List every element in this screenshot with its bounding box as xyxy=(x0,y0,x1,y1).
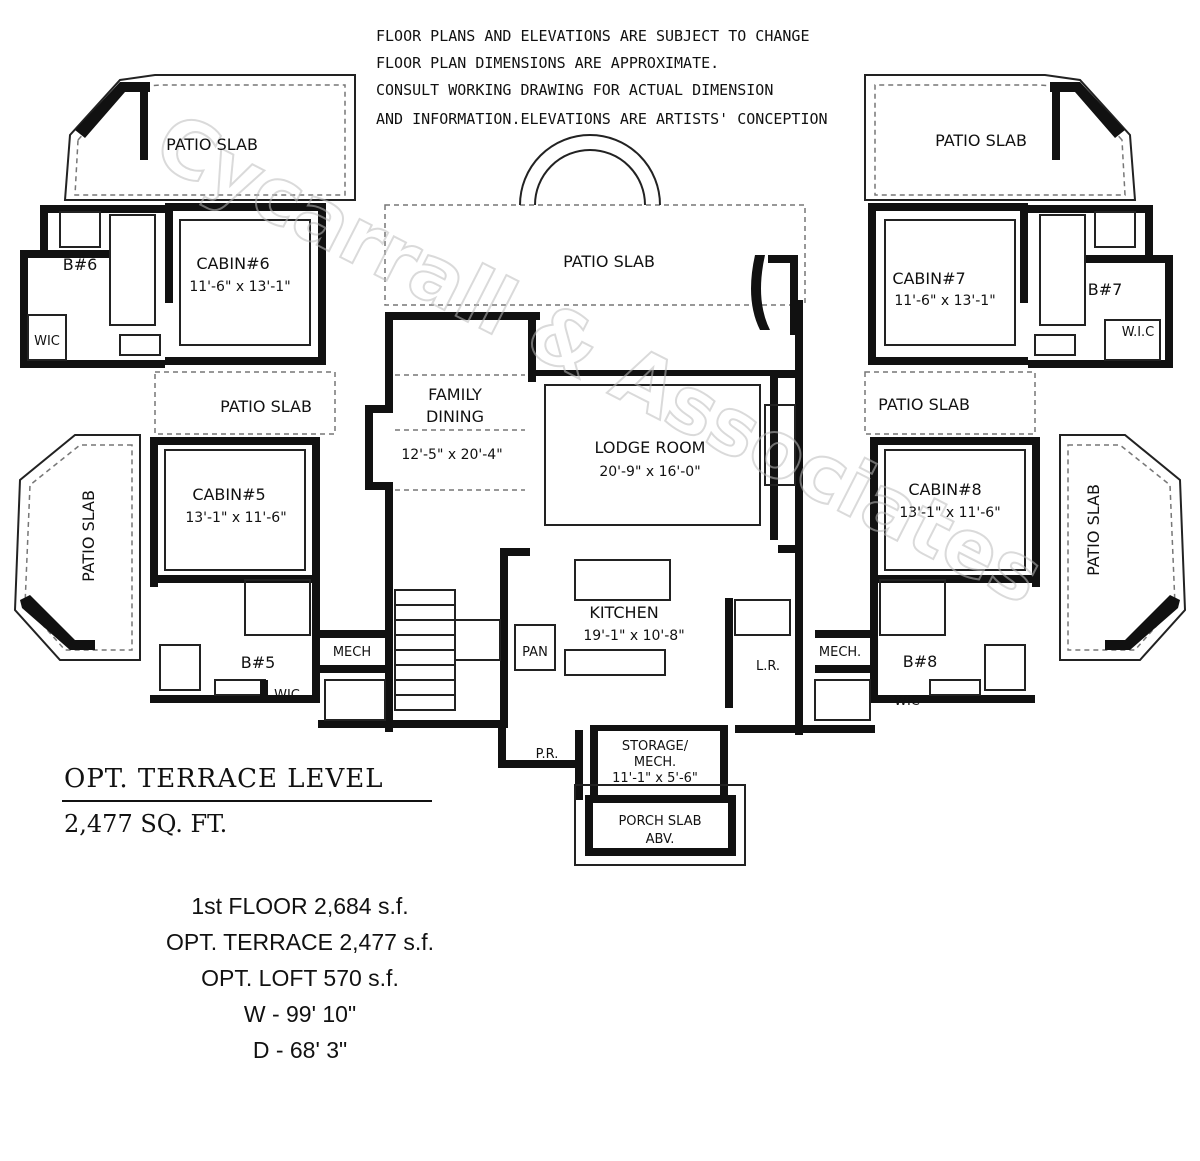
label-b8: B#8 xyxy=(903,652,938,671)
label-patio-left-side: PATIO SLAB xyxy=(79,490,98,582)
label-wic6: WIC xyxy=(34,334,60,349)
disclaimer-notes: FLOOR PLANS AND ELEVATIONS ARE SUBJECT T… xyxy=(376,27,828,128)
label-storage: STORAGE/ xyxy=(622,739,689,754)
note-line-1: FLOOR PLANS AND ELEVATIONS ARE SUBJECT T… xyxy=(376,27,809,45)
stat-first-floor: 1st FLOOR 2,684 s.f. xyxy=(191,893,409,919)
label-mech-left: MECH xyxy=(333,645,371,660)
title-underline xyxy=(62,800,432,802)
label-porch: PORCH SLAB xyxy=(618,814,701,829)
label-cabin6: CABIN#6 xyxy=(196,254,269,273)
central-block xyxy=(318,134,875,866)
label-wic8: WIC xyxy=(894,694,920,709)
label-patio-left-mid: PATIO SLAB xyxy=(220,397,312,416)
note-line-2: FLOOR PLAN DIMENSIONS ARE APPROXIMATE. xyxy=(376,54,719,72)
label-patio-cabin6: PATIO SLAB xyxy=(166,135,258,154)
label-patio-right-mid: PATIO SLAB xyxy=(878,395,970,414)
stat-opt-terrace: OPT. TERRACE 2,477 s.f. xyxy=(165,929,434,955)
label-porch-abv: ABV. xyxy=(646,832,675,847)
label-storage-mech: MECH. xyxy=(634,755,676,770)
terrace-sqft: 2,477 SQ. FT. xyxy=(64,810,228,838)
dim-family-dining: 12'-5" x 20'-4" xyxy=(401,447,502,463)
label-laundry: L.R. xyxy=(756,659,780,674)
area-summary: 1st FLOOR 2,684 s.f. OPT. TERRACE 2,477 … xyxy=(100,888,500,1068)
stat-opt-loft: OPT. LOFT 570 s.f. xyxy=(201,965,399,991)
label-b6: B#6 xyxy=(63,255,98,274)
dim-cabin5: 13'-1" x 11'-6" xyxy=(185,510,286,526)
dim-storage: 11'-1" x 5'-6" xyxy=(612,771,698,786)
cabin6-wing xyxy=(20,74,356,368)
label-cabin5: CABIN#5 xyxy=(192,485,265,504)
cabin8-wing xyxy=(870,434,1187,703)
label-powder-room: P.R. xyxy=(536,747,559,762)
room-labels: PATIO SLAB PATIO SLAB PATIO SLAB PATIO S… xyxy=(34,131,1154,847)
cabin5-wing xyxy=(13,434,320,703)
label-patio-center: PATIO SLAB xyxy=(563,252,655,271)
cabin7-wing xyxy=(864,74,1173,368)
label-wic5: WIC xyxy=(274,688,300,703)
label-dining: DINING xyxy=(426,407,484,426)
label-cabin8: CABIN#8 xyxy=(908,480,981,499)
label-kitchen: KITCHEN xyxy=(589,603,658,622)
stat-width: W - 99' 10" xyxy=(243,1001,357,1027)
label-b5: B#5 xyxy=(241,653,276,672)
label-family: FAMILY xyxy=(428,385,482,404)
dim-cabin7: 11'-6" x 13'-1" xyxy=(894,293,995,309)
label-mech-right: MECH. xyxy=(819,645,861,660)
label-b7: B#7 xyxy=(1088,280,1123,299)
dim-lodge-room: 20'-9" x 16'-0" xyxy=(599,464,700,480)
dim-cabin8: 13'-1" x 11'-6" xyxy=(899,505,1000,521)
dim-cabin6: 11'-6" x 13'-1" xyxy=(189,279,290,295)
stat-depth: D - 68' 3" xyxy=(252,1037,348,1063)
terrace-level-title: OPT. TERRACE LEVEL xyxy=(64,764,384,794)
label-pantry: PAN xyxy=(522,645,548,660)
dim-kitchen: 19'-1" x 10'-8" xyxy=(583,628,684,644)
note-line-3: CONSULT WORKING DRAWING FOR ACTUAL DIMEN… xyxy=(376,81,773,99)
label-cabin7: CABIN#7 xyxy=(892,269,965,288)
label-patio-right-side: PATIO SLAB xyxy=(1084,484,1103,576)
note-line-4: AND INFORMATION.ELEVATIONS ARE ARTISTS' … xyxy=(376,110,828,128)
label-wic7: W.I.C xyxy=(1122,325,1155,340)
label-patio-cabin7: PATIO SLAB xyxy=(935,131,1027,150)
label-lodge-room: LODGE ROOM xyxy=(595,438,706,457)
